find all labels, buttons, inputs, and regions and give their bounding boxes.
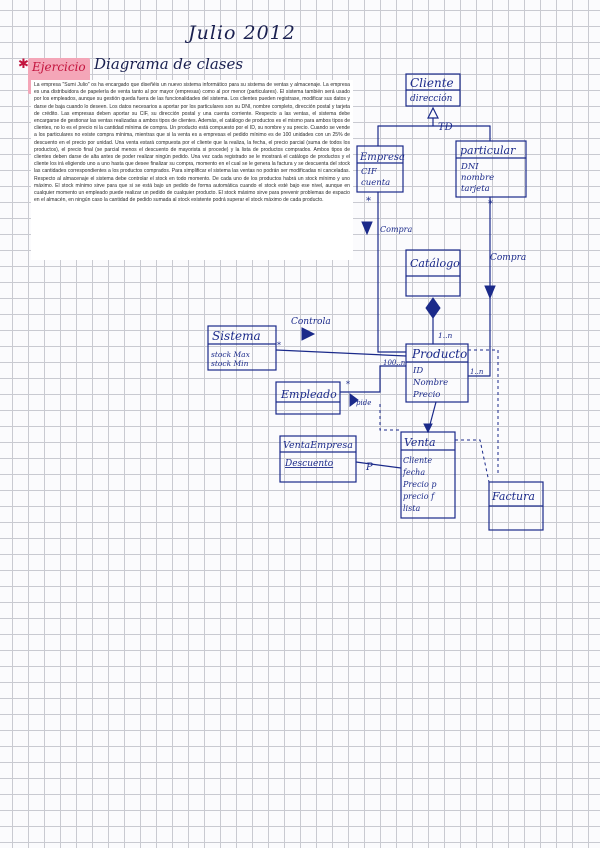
class-empresa-name: Empresa [359,152,405,163]
class-producto-name: Producto [411,347,467,361]
class-producto-attr-3: Precio [412,390,440,400]
mult-star-sistema: * [277,341,281,350]
direction-arrow-compra-empresa [361,221,373,236]
class-sistema-attr-2: stock Min [211,359,249,368]
dependency-empleado-venta [379,404,401,431]
class-cliente-attr-1: dirección [410,93,453,104]
label-compra-empresa: Compra [380,225,412,234]
label-td: TD [438,122,453,133]
dependency-producto-factura [468,349,499,476]
class-cliente-name: Cliente [410,76,454,90]
label-controla: Controla [291,317,331,327]
class-particular-box [455,140,527,198]
label-pide: pide [356,399,371,407]
class-producto-box [405,343,469,403]
class-producto-attr-2: Nombre [412,378,448,388]
class-particular-attr-3: tarjeta [461,184,490,194]
generalization-triangle [427,106,439,119]
dependency-venta-factura [455,439,490,483]
mult-100n: 100..n [383,359,406,367]
class-empleado-box [275,381,341,415]
class-venta-attr-3: Precio p [402,480,436,489]
class-ventaempresa-attr-1: Descuento [284,459,334,469]
class-sistema-attr-1: stock Max [211,350,251,359]
composition-diamond [425,297,441,319]
class-catalogo-box [405,249,461,297]
mult-catalogo: 1..n [438,331,453,340]
class-particular-name: particular [460,144,516,157]
direction-arrow-controla [301,327,316,341]
class-empresa-attr-2: cuenta [361,178,390,188]
mult-star-empleado: * [346,380,350,389]
class-venta-attr-2: fecha [402,468,425,477]
class-particular-attr-2: nombre [461,173,494,183]
page-title: Julio 2012 [188,22,296,44]
class-empresa-box [356,145,404,193]
class-sistema-box [207,325,277,371]
class-venta-name: Venta [404,436,436,449]
class-venta-attr-5: lista [403,504,420,513]
association-sistema-producto [275,349,407,357]
star-icon: ✱ [18,57,29,72]
class-ventaempresa-box [279,435,357,483]
class-venta-attr-4: precio f [403,492,436,501]
class-producto-attr-1: ID [412,366,423,376]
class-empresa-attr-1: CIF [361,167,378,177]
class-ventaempresa-name: VentaEmpresa [283,440,353,451]
direction-arrow-pide [349,393,359,407]
class-sistema-name: Sistema [212,329,261,343]
class-venta-attr-1: Cliente [403,456,432,465]
class-particular-attr-1: DNI [460,162,479,172]
class-empleado-name: Empleado [280,388,337,401]
arrowhead-producto-venta [423,423,433,434]
mult-producto-right: 1..n [470,368,484,376]
mult-star-empresa: * [366,196,371,207]
association-ventaempresa-venta [355,461,402,469]
class-factura-name: Factura [491,490,535,503]
association-particular-producto [467,196,491,377]
direction-arrow-compra-particular [484,285,496,300]
label-p: P [365,462,373,473]
label-compra-particular: Compra [490,253,526,263]
exercise-statement: La empresa "Sumi Julio" os ha encargado … [31,80,353,260]
exercise-title: Diagrama de clases [94,55,244,73]
mult-star-particular: * [488,199,493,210]
association-empleado-producto [339,365,407,393]
association-empresa-producto [377,191,407,353]
class-catalogo-name: Catálogo [410,257,460,270]
